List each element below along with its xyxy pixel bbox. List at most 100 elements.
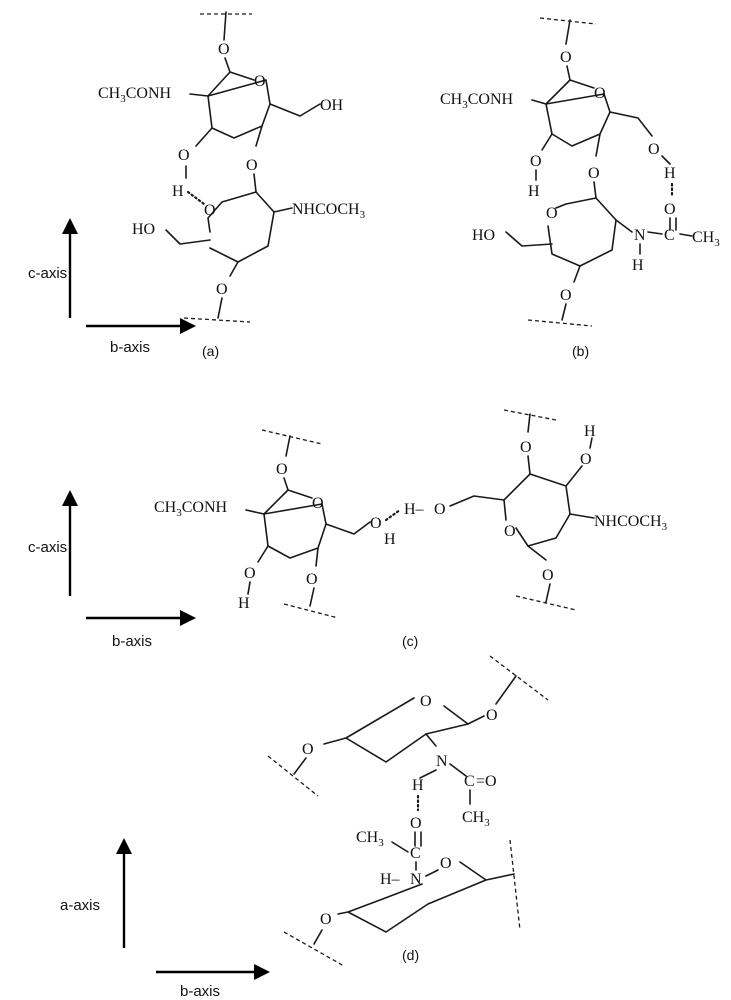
c-axis-arrowhead-top — [62, 218, 78, 234]
bond — [531, 99, 547, 105]
bond — [229, 261, 239, 277]
b-axis-arrowhead-bottom — [254, 964, 270, 980]
bond — [593, 181, 597, 199]
atom-o-bottom-c-right: O — [542, 567, 554, 584]
atom-o6-c-left: O — [370, 515, 382, 532]
c-axis-label-middle: c-axis — [28, 539, 67, 556]
atom-o-glycosidic-top-a: O — [218, 41, 230, 58]
a-axis-label-bottom: a-axis — [60, 897, 100, 914]
bond — [541, 133, 553, 151]
atom-o3-c-left: O — [244, 565, 256, 582]
atom-n-lower-d: N — [410, 871, 422, 888]
chain-break-top-b — [539, 17, 597, 25]
chain-break-bottom-c-right — [515, 595, 577, 611]
a-axis-arrowhead-bottom — [116, 838, 132, 854]
atom-o-ring-2-b: O — [546, 205, 558, 222]
atom-o-glycosidic-top-b: O — [560, 49, 572, 66]
bond — [679, 233, 693, 237]
atom-o6-c-right: O — [434, 501, 446, 518]
atom-o3-c-right: O — [580, 451, 592, 468]
atom-o-ring-c-right: O — [504, 523, 516, 540]
atom-o-glycosidic-left-d: O — [302, 741, 314, 758]
bond — [195, 127, 213, 147]
hydrogen-bond-a — [186, 190, 206, 206]
atom-c-lower-d: C — [410, 845, 421, 862]
atom-ho-a: HO — [132, 221, 155, 238]
bond — [573, 265, 581, 283]
bond — [595, 133, 601, 157]
label-ch3conh-c: CH3CONH — [154, 499, 228, 519]
b-axis-label-top: b-axis — [110, 339, 150, 356]
atom-o-glycosidic-top-d: O — [486, 707, 498, 724]
bond — [609, 111, 653, 137]
atom-o-glycosidic-bottom-a: O — [216, 281, 228, 298]
bond — [323, 737, 347, 745]
atom-o-carbonyl-upper-d: =O — [476, 773, 497, 790]
b-axis-label-middle: b-axis — [112, 633, 152, 650]
atom-o-ring-lower-d: O — [440, 855, 452, 872]
bond — [527, 413, 531, 433]
bond — [223, 11, 227, 41]
atom-o-ring-upper-d: O — [420, 693, 432, 710]
bond — [283, 477, 289, 491]
chair-upper-d — [345, 697, 469, 763]
ring-2-a — [207, 191, 275, 263]
bond — [449, 763, 467, 777]
label-ch3conh-b: CH3CONH — [440, 91, 514, 111]
bond — [189, 93, 209, 97]
label-ch3-b: CH3 — [692, 229, 720, 249]
atom-n-b: N — [634, 227, 646, 244]
atom-o-glycosidic-mid-a: O — [246, 157, 258, 174]
bond — [561, 303, 567, 321]
atom-n-upper-d: N — [436, 753, 448, 770]
bond — [337, 911, 349, 915]
chain-break-bottom-c-left — [283, 603, 339, 619]
bond — [217, 297, 223, 319]
ring-2-b — [547, 197, 617, 267]
axes-middle: c-axis b-axis — [28, 490, 196, 650]
c-axis-label-top: c-axis — [28, 265, 67, 282]
chair-lower-d — [347, 861, 515, 933]
atom-o-top-c-right: O — [520, 439, 532, 456]
atom-h-c-right: H– — [404, 501, 425, 518]
bond — [425, 733, 437, 747]
atom-h6-b: H — [664, 165, 676, 182]
atom-o-top-c-left: O — [276, 461, 288, 478]
panel-a: O O CH3CONH OH O H O O NHCOCH3 HO O — [98, 11, 366, 359]
atom-ho-b: HO — [472, 227, 495, 244]
label-ch3conh-a: CH3CONH — [98, 85, 172, 105]
chain-break-top-d — [489, 655, 549, 701]
bond — [527, 455, 531, 475]
hydrogen-bond-c-1 — [384, 508, 402, 522]
atom-h6-c-left: H — [384, 531, 396, 548]
atom-oh-a: OH — [320, 97, 344, 114]
bond — [589, 437, 593, 449]
bond — [449, 495, 505, 507]
axes-top: c-axis b-axis — [28, 218, 196, 356]
label-nhcoch3-a: NHCOCH3 — [292, 201, 366, 221]
atom-o-bottom-c-left: O — [306, 571, 318, 588]
atom-c-upper-d: C — [464, 773, 475, 790]
panel-label-d: (d) — [402, 947, 419, 963]
atom-o3-a: O — [178, 147, 190, 164]
chain-break-bottom-b — [527, 319, 593, 327]
double-bond — [414, 831, 422, 847]
c-axis-arrowhead-middle — [62, 490, 78, 506]
bond — [224, 57, 231, 73]
bond — [255, 125, 263, 147]
panel-label-b: (b) — [572, 343, 589, 359]
atom-o-glycosidic-lower-d: O — [320, 911, 332, 928]
panel-label-c: (c) — [402, 633, 418, 649]
atom-o-ring-2-a: O — [204, 202, 216, 219]
bond — [263, 489, 289, 515]
bond — [545, 79, 571, 105]
chain-break-bottom-d — [283, 931, 345, 967]
label-ch3-lower-d: CH3 — [356, 829, 384, 849]
double-bond — [669, 217, 677, 231]
atom-o-ring-1-a: O — [254, 73, 266, 90]
b-axis-label-bottom: b-axis — [180, 983, 220, 1000]
atom-o-glycosidic-mid-b: O — [588, 165, 600, 182]
atom-o-carbonyl-lower-d: O — [410, 815, 422, 832]
chain-break-top-c-right — [503, 409, 557, 421]
